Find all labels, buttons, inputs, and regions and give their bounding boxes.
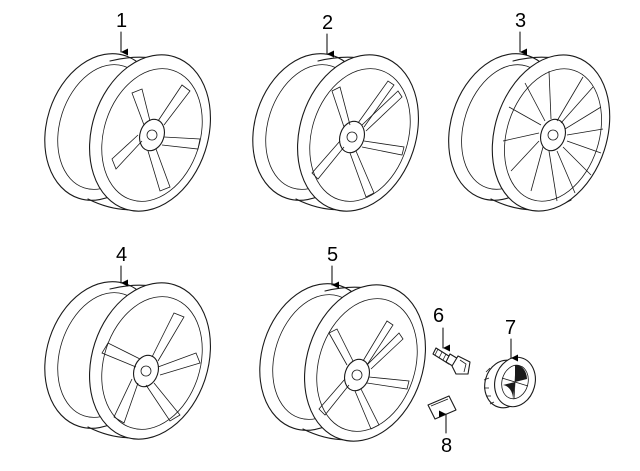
callout-7: 7 (505, 317, 516, 339)
wheel-4[interactable] (27, 267, 230, 455)
callout-6: 6 (433, 305, 444, 327)
callout-5: 5 (327, 244, 338, 266)
wheel-1[interactable] (27, 39, 230, 227)
wheel-bolt[interactable] (432, 347, 471, 375)
label-sticker[interactable] (427, 395, 457, 420)
center-cap[interactable] (479, 353, 540, 413)
callout-2: 2 (322, 12, 333, 34)
callout-1: 1 (116, 10, 127, 32)
callout-4: 4 (116, 244, 127, 266)
wheel-3[interactable] (430, 39, 629, 226)
wheel-2[interactable] (235, 39, 438, 227)
callout-8: 8 (441, 435, 452, 457)
callout-3: 3 (515, 10, 526, 32)
wheel-5[interactable] (242, 269, 445, 457)
